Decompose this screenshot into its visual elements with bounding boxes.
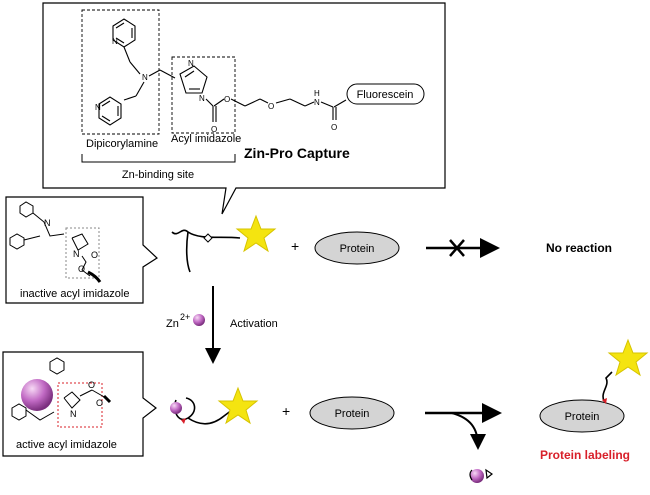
inactive-atom-o2: O <box>78 264 85 274</box>
atom-n-pyr1: N <box>112 37 118 46</box>
labeled-tether <box>602 371 613 402</box>
released-fragment <box>485 468 494 480</box>
inactive-structure <box>9 201 102 283</box>
protein-row1 <box>314 231 400 265</box>
protein-row1-label: Protein <box>340 243 375 255</box>
protein-labeled-label: Protein <box>565 411 600 423</box>
atom-n-imid3: N <box>188 59 194 68</box>
inactive-label: inactive acyl imidazole <box>20 288 129 300</box>
inactive-atom-n2: N <box>73 249 80 259</box>
atom-o-carbonyl1: O <box>211 125 217 134</box>
atom-n-pyr2: N <box>95 103 101 112</box>
protein-labeled <box>539 399 625 433</box>
labeled-red-mark <box>602 398 607 404</box>
dipicorylamine-label: Dipicorylamine <box>86 138 158 150</box>
active-callout <box>2 351 157 457</box>
plus-row1: + <box>291 238 299 254</box>
zinc-ion-activation <box>193 314 205 326</box>
star-labeled <box>607 338 649 377</box>
inactive-atom-o: O <box>91 250 98 260</box>
title: Zin-Pro Capture <box>244 145 350 161</box>
active-label: active acyl imidazole <box>16 439 117 451</box>
release-arrow <box>451 412 486 450</box>
fluorescein-label: Fluorescein <box>357 89 414 101</box>
block-x-mark <box>449 239 465 257</box>
zn-binding-label: Zn-binding site <box>122 169 194 181</box>
active-atom-o2: O <box>96 398 103 408</box>
star-row2 <box>217 386 259 425</box>
atom-n-amide: N <box>314 98 320 107</box>
activation-label: Activation <box>230 318 278 330</box>
active-atom-n: N <box>70 409 77 419</box>
probe-row1-linker-mark <box>203 233 213 243</box>
atom-n-imid1: N <box>199 94 205 103</box>
linker-bonds <box>148 69 176 79</box>
probe-row2-red-mark <box>181 418 186 424</box>
zn-label: Zn <box>166 318 179 330</box>
atom-o-ether: O <box>268 102 274 111</box>
upper-pyridine <box>112 18 141 75</box>
plus-row2: + <box>282 403 290 419</box>
acyl-imidazole-label: Acyl imidazole <box>171 133 241 145</box>
zn-binding-bracket <box>81 154 236 163</box>
released-fragment-chain <box>469 469 473 481</box>
protein-row2-label: Protein <box>335 408 370 420</box>
acyl-imidazole-box <box>171 56 236 134</box>
inactive-callout <box>5 196 158 304</box>
atom-n-amine: N <box>142 73 148 82</box>
imidazole-ring <box>179 65 208 94</box>
atom-o-ester: O <box>224 95 230 104</box>
inactive-atom-n: N <box>44 218 51 228</box>
lower-pyridine <box>98 81 145 126</box>
zn-charge: 2+ <box>180 312 190 322</box>
carbamate-chain <box>205 98 347 122</box>
top-callout-box <box>42 2 446 215</box>
active-structure <box>11 357 112 428</box>
zinc-ion-probe <box>170 402 182 414</box>
active-atom-o: O <box>88 380 95 390</box>
no-reaction-label: No reaction <box>546 241 612 255</box>
star-row1 <box>235 214 277 253</box>
fluorescein-box <box>346 83 425 105</box>
protein-labeling-label: Protein labeling <box>540 448 630 462</box>
zinc-ion-active <box>21 379 53 411</box>
atom-o-carbonyl2: O <box>331 123 337 132</box>
protein-row2 <box>309 396 395 430</box>
atom-h-amide: H <box>314 89 320 98</box>
dipicorylamine-box <box>81 9 160 135</box>
zinc-ion-released <box>470 469 484 483</box>
